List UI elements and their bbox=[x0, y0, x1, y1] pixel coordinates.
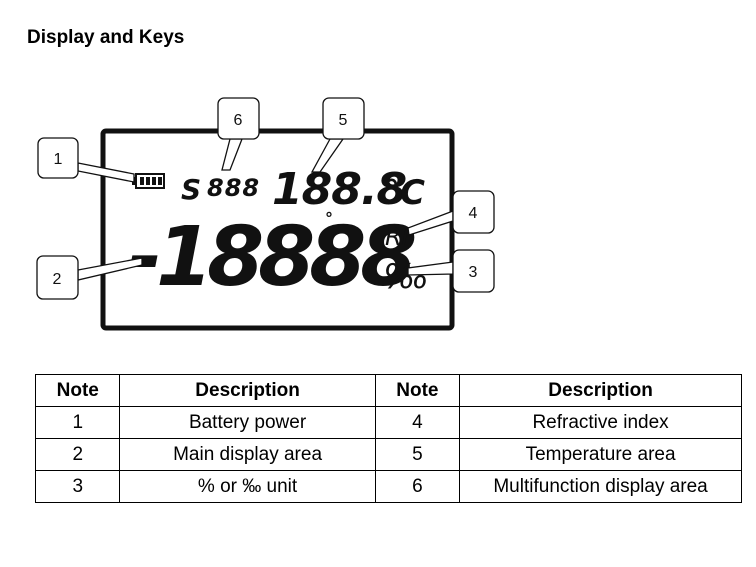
table-row: 2 Main display area 5 Temperature area bbox=[34, 438, 742, 471]
callout-number: 5 bbox=[339, 112, 348, 129]
main-degree: ° bbox=[325, 209, 333, 228]
callout-6: 6 bbox=[217, 97, 260, 171]
description-cell: % or ‰ unit bbox=[119, 470, 376, 503]
header-description: Description bbox=[119, 374, 376, 407]
multifunction-prefix: S bbox=[181, 173, 201, 206]
callout-number: 4 bbox=[469, 205, 478, 222]
note-cell: 4 bbox=[374, 406, 461, 439]
callout-1: 1 bbox=[37, 137, 135, 183]
description-cell: Multifunction display area bbox=[459, 470, 742, 503]
ri-label: RI bbox=[385, 223, 409, 251]
callout-number: 6 bbox=[234, 112, 243, 129]
notes-table: Note Description Note Description 1 Batt… bbox=[34, 374, 742, 503]
description-cell: Battery power bbox=[119, 406, 376, 439]
lcd-frame bbox=[100, 128, 455, 331]
callout-number: 2 bbox=[53, 271, 62, 288]
permille-label: ‰ bbox=[383, 257, 429, 297]
callout-3: 3 bbox=[407, 249, 495, 293]
callout-number: 1 bbox=[54, 151, 63, 168]
page-title: Display and Keys bbox=[27, 27, 185, 48]
table-row: 1 Battery power 4 Refractive index bbox=[34, 406, 742, 439]
note-cell: 2 bbox=[34, 438, 121, 471]
temperature-digits: 188.8 bbox=[272, 164, 406, 215]
table-row: 3 % or ‰ unit 6 Multifunction display ar… bbox=[34, 470, 742, 503]
callout-2: 2 bbox=[36, 255, 143, 300]
description-cell: Main display area bbox=[119, 438, 376, 471]
description-cell: Refractive index bbox=[459, 406, 742, 439]
callout-4: 4 bbox=[407, 190, 495, 236]
main-digits: -18888 bbox=[128, 210, 415, 305]
note-cell: 6 bbox=[374, 470, 461, 503]
header-note: Note bbox=[374, 374, 461, 407]
description-cell: Temperature area bbox=[459, 438, 742, 471]
lcd-display-diagram: S 888 188.8 °C -18888 ° RI ‰ 1 2 3 4 5 bbox=[36, 97, 495, 331]
note-cell: 1 bbox=[34, 406, 121, 439]
header-note: Note bbox=[34, 374, 121, 407]
header-description: Description bbox=[459, 374, 742, 407]
callout-number: 3 bbox=[469, 264, 478, 281]
multifunction-digits: 888 bbox=[207, 174, 260, 202]
note-cell: 5 bbox=[374, 438, 461, 471]
temperature-unit: °C bbox=[383, 173, 425, 213]
table-header-row: Note Description Note Description bbox=[34, 374, 742, 407]
callout-5: 5 bbox=[310, 97, 365, 173]
note-cell: 3 bbox=[34, 470, 121, 503]
